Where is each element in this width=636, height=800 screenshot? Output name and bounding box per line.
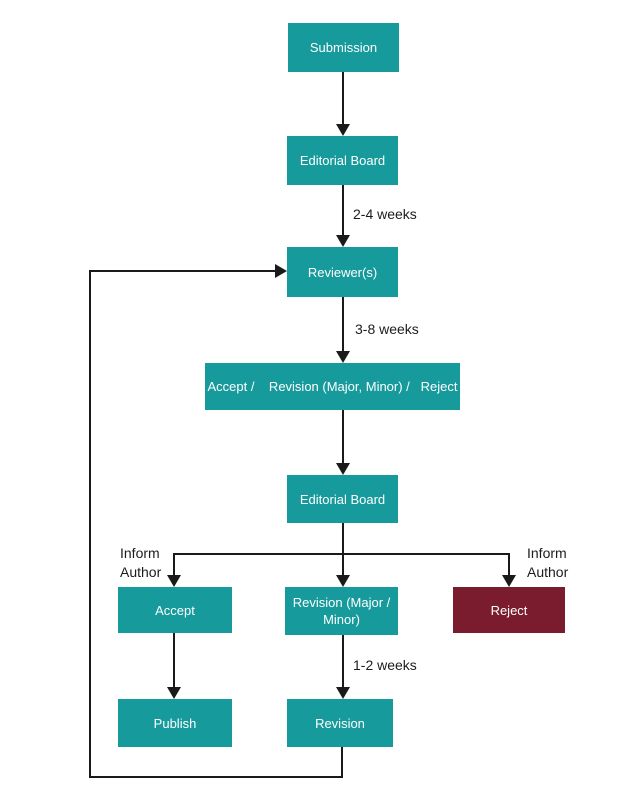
edge-loop-revision-down (341, 747, 343, 778)
edge-editorial-board-2-to-revision-mm (342, 523, 344, 577)
node-editorial-board-1-label: Editorial Board (299, 153, 386, 168)
edge-loop-left (89, 270, 91, 778)
node-editorial-board-2: Editorial Board (287, 475, 398, 523)
arrowhead-into-editorial-board-2-icon (336, 463, 350, 475)
arrowhead-into-editorial-board-1-icon (336, 124, 350, 136)
edge-branch-to-accept (173, 553, 175, 577)
edge-label-3-8-weeks: 3-8 weeks (355, 321, 419, 337)
edge-revision-mm-to-revision (342, 635, 344, 688)
node-submission: Submission (288, 23, 399, 72)
node-reject-label: Reject (490, 602, 528, 618)
edge-label-1-2-weeks: 1-2 weeks (353, 657, 417, 673)
arrowhead-into-reviewers-icon (336, 235, 350, 247)
edge-editorial-board-to-reviewers (342, 185, 344, 237)
edge-branch-horizontal (174, 553, 510, 555)
edge-decision-to-editorial-board-2 (342, 410, 344, 465)
edge-submission-to-editorial-board (342, 72, 344, 126)
edge-accept-to-publish (173, 633, 175, 688)
node-submission-label: Submission (309, 40, 378, 55)
node-revision-major-minor: Revision (Major / Minor) (285, 587, 398, 635)
node-reviewers-label: Reviewer(s) (307, 264, 378, 280)
arrowhead-into-decision-icon (336, 351, 350, 363)
edge-loop-bottom (89, 776, 343, 778)
edge-label-2-4-weeks: 2-4 weeks (353, 206, 417, 222)
edge-branch-to-reject (508, 553, 510, 577)
arrowhead-into-revision-mm-icon (336, 575, 350, 587)
node-publish: Publish (118, 699, 232, 747)
node-accept-label: Accept (155, 602, 195, 618)
arrowhead-into-reviewers-left-icon (275, 264, 287, 278)
node-reject: Reject (453, 587, 565, 633)
node-decision-label: Accept / Revision (Major, Minor) / Rejec… (207, 379, 458, 394)
arrowhead-into-reject-icon (502, 575, 516, 587)
node-accept: Accept (118, 587, 232, 633)
node-revision-major-minor-label: Revision (Major / Minor) (292, 595, 391, 627)
node-publish-label: Publish (153, 715, 197, 731)
edge-label-inform-author-right: Inform Author (527, 545, 569, 580)
edge-reviewers-to-decision (342, 297, 344, 353)
node-editorial-board-1: Editorial Board (287, 136, 398, 185)
node-decision: Accept / Revision (Major, Minor) / Rejec… (205, 363, 460, 410)
arrowhead-into-revision-icon (336, 687, 350, 699)
arrowhead-into-accept-icon (167, 575, 181, 587)
node-reviewers: Reviewer(s) (287, 247, 398, 297)
edge-label-inform-author-left: Inform Author (120, 545, 162, 580)
edge-loop-to-reviewers (89, 270, 277, 272)
arrowhead-into-publish-icon (167, 687, 181, 699)
node-editorial-board-2-label: Editorial Board (299, 491, 386, 507)
node-revision: Revision (287, 699, 393, 747)
node-revision-label: Revision (315, 715, 365, 731)
